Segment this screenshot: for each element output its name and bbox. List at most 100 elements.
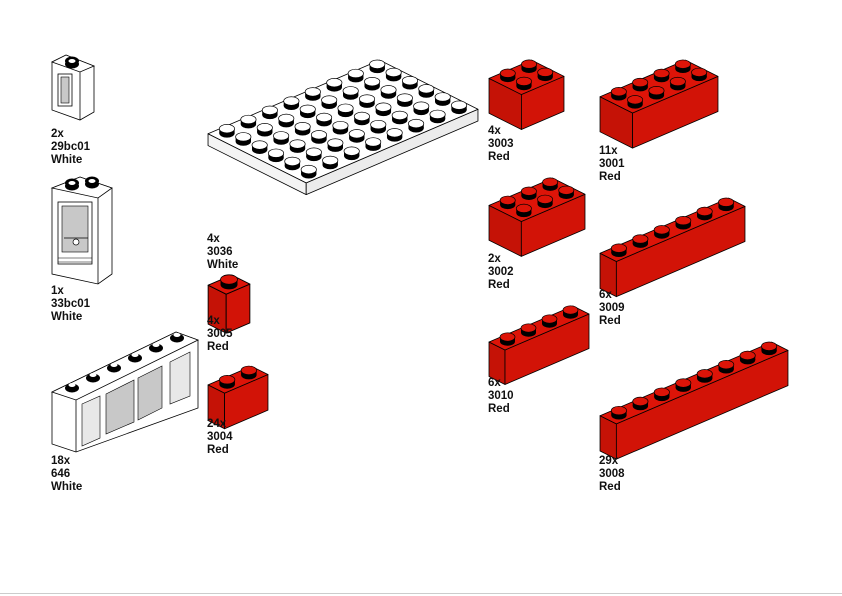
stud-top xyxy=(347,68,364,79)
stud xyxy=(413,101,430,116)
brick-3004-icon xyxy=(207,365,269,430)
stud xyxy=(365,137,382,151)
stud-top xyxy=(515,203,532,213)
part-color: Red xyxy=(599,171,621,183)
stud-top xyxy=(305,147,322,157)
stud xyxy=(218,124,235,138)
stud xyxy=(220,274,238,290)
part-33bc01-image xyxy=(50,174,114,286)
stud xyxy=(256,123,273,137)
stud-top xyxy=(343,146,360,156)
stud xyxy=(696,206,713,221)
part-id: 3008 xyxy=(599,468,625,480)
stud xyxy=(305,147,322,162)
part-color: Red xyxy=(488,279,510,291)
stud xyxy=(380,85,397,99)
part-qty: 2x xyxy=(488,253,501,265)
stud-top xyxy=(610,87,627,97)
part-id: 3002 xyxy=(488,266,514,278)
stud-top xyxy=(653,387,670,397)
stud xyxy=(322,155,339,170)
stud xyxy=(542,177,559,191)
brick-3002-icon xyxy=(488,177,586,257)
stud-top xyxy=(499,332,516,342)
stud-top xyxy=(391,110,408,121)
stud-top xyxy=(240,365,257,376)
stud xyxy=(386,128,403,142)
stud-top xyxy=(669,76,686,87)
stud xyxy=(353,111,370,126)
brick-3008-icon xyxy=(599,341,789,460)
stud xyxy=(434,92,451,106)
stud-top xyxy=(401,75,418,86)
brick-3003-icon xyxy=(488,59,565,130)
stud-top xyxy=(451,100,468,110)
stud-top xyxy=(240,114,257,125)
stud-top xyxy=(220,274,238,285)
stud-top xyxy=(499,68,516,78)
part-label-3002: 2x 3002 Red xyxy=(488,253,514,292)
stud-top xyxy=(337,103,354,113)
stud xyxy=(310,130,327,144)
stud-top xyxy=(653,225,670,235)
stud xyxy=(627,95,644,109)
stud-top xyxy=(316,112,333,123)
stud xyxy=(391,110,408,125)
part-color: Red xyxy=(599,315,621,327)
stud xyxy=(761,341,778,356)
stud xyxy=(632,396,649,411)
stud-top xyxy=(278,113,295,124)
stud-top xyxy=(380,85,397,95)
stud xyxy=(562,305,579,319)
stud-top xyxy=(691,67,708,77)
stud xyxy=(396,93,413,107)
part-color: Red xyxy=(488,403,510,415)
stud xyxy=(537,67,554,82)
stud xyxy=(610,243,627,258)
stud-top xyxy=(429,109,446,120)
stud xyxy=(294,121,311,136)
stud xyxy=(235,132,252,146)
part-id: 29bc01 xyxy=(51,141,91,153)
stud-top xyxy=(321,95,338,105)
stud xyxy=(321,95,338,109)
stud-top xyxy=(674,59,691,69)
stud-top xyxy=(542,177,559,187)
stud xyxy=(219,374,236,389)
part-3008-image xyxy=(599,334,789,460)
stud-top xyxy=(219,374,236,385)
stud-top xyxy=(675,215,692,226)
stud xyxy=(675,215,692,230)
stud xyxy=(299,104,316,119)
stud-top xyxy=(537,67,554,77)
stud xyxy=(347,68,364,83)
stud xyxy=(364,76,381,91)
part-label-3008: 29x 3008 Red xyxy=(599,455,625,494)
part-3002-image xyxy=(488,170,586,257)
part-label-3003: 4x 3003 Red xyxy=(488,125,514,164)
part-id: 3003 xyxy=(488,138,514,150)
stud-top xyxy=(408,118,425,129)
stud xyxy=(418,84,435,98)
part-id: 646 xyxy=(51,468,71,480)
stud-top xyxy=(322,155,339,166)
stud-top xyxy=(327,138,344,148)
part-label-3009: 6x 3009 Red xyxy=(599,289,625,328)
part-3001-image xyxy=(599,52,719,149)
stud xyxy=(429,109,446,124)
stud-top xyxy=(516,76,532,86)
part-qty: 4x xyxy=(488,125,501,137)
part-qty: 4x xyxy=(207,315,220,327)
stud-top xyxy=(369,59,386,69)
stud-top xyxy=(218,124,235,134)
stud xyxy=(691,67,708,82)
stud xyxy=(332,120,349,135)
part-3003-image xyxy=(488,52,565,131)
stud-top xyxy=(562,305,579,315)
stud-top xyxy=(632,77,649,88)
part-label-3004: 24x 3004 Red xyxy=(207,418,233,457)
stud-top xyxy=(696,206,713,217)
stud-top xyxy=(332,120,349,131)
stud-top xyxy=(434,92,451,102)
part-qty: 24x xyxy=(207,418,227,430)
